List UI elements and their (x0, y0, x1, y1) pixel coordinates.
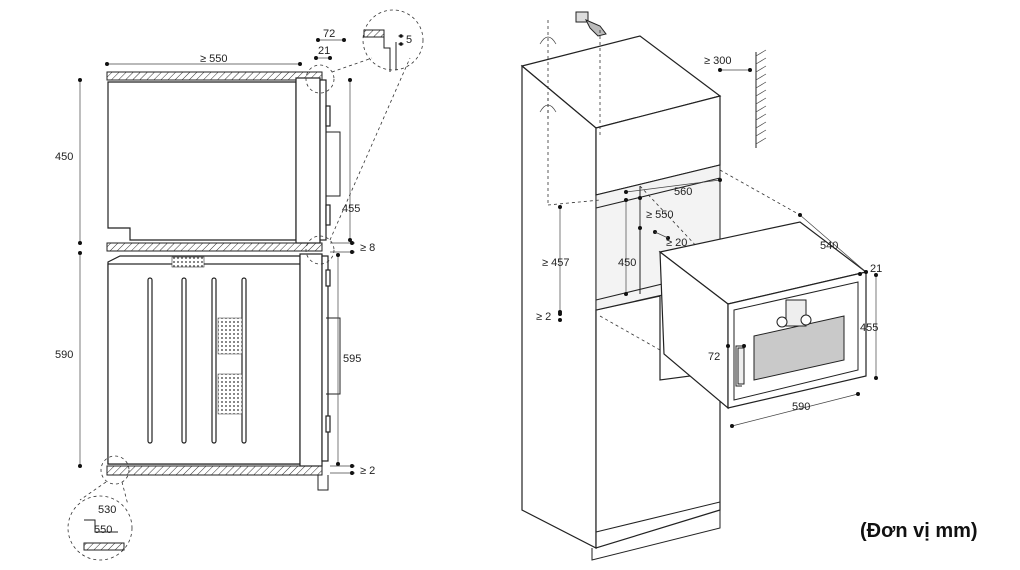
dim-min-550: ≥ 550 (646, 209, 673, 221)
dim-590-left: 590 (55, 349, 73, 361)
dim-min-457: ≥ 457 (542, 257, 569, 269)
wall-section (755, 49, 767, 148)
bottom-shelf (106, 465, 323, 476)
dim-530-detail: 530 (98, 504, 116, 516)
dim-450-left: 450 (55, 151, 73, 163)
detail-marker-top (305, 64, 335, 94)
dim-min-2: ≥ 2 (360, 465, 375, 477)
dim-21-right: 21 (870, 263, 882, 275)
dim-550-detail: 550 (94, 524, 112, 536)
dim-min-20: ≥ 20 (666, 237, 687, 249)
dim-450-inner: 450 (618, 257, 636, 269)
dim-min-2-right: ≥ 2 (536, 311, 551, 323)
dim-72-top: 72 (323, 28, 335, 40)
dim-5-detail: 5 (406, 34, 412, 46)
dim-455-right: 455 (342, 203, 360, 215)
dim-72-appliance: 72 (708, 351, 720, 363)
upper-appliance-side (107, 77, 341, 244)
built-in-appliance (658, 221, 868, 410)
dim-min-550-top: ≥ 550 (200, 53, 227, 65)
detail-marker-bottom (100, 455, 130, 485)
dim-455-appliance: 455 (860, 322, 878, 334)
top-shelf (106, 71, 323, 81)
power-plug-icon (575, 11, 607, 37)
middle-shelf (106, 242, 323, 252)
detail-circle-top (362, 9, 424, 71)
dim-min-8: ≥ 8 (360, 242, 375, 254)
perspective-view: ≥ 300 560 ≥ 550 ≥ 20 ≥ 457 450 ≥ 2 540 2… (520, 11, 882, 561)
dim-595-right: 595 (343, 353, 361, 365)
side-section-view: ≥ 550 72 21 5 450 455 ≥ 8 590 595 ≥ 2 53… (55, 9, 424, 561)
lower-appliance-side (107, 253, 341, 467)
detail-marker-middle (305, 235, 335, 265)
dim-540: 540 (820, 240, 838, 252)
dim-590-appliance: 590 (792, 401, 810, 413)
dim-min-300: ≥ 300 (704, 55, 731, 67)
dim-560: 560 (674, 186, 692, 198)
detail-circle-bottom (67, 495, 133, 561)
unit-note: (Đơn vị mm) (860, 520, 978, 542)
bottom-shelf-step (317, 475, 329, 491)
dim-21-top: 21 (318, 45, 330, 57)
